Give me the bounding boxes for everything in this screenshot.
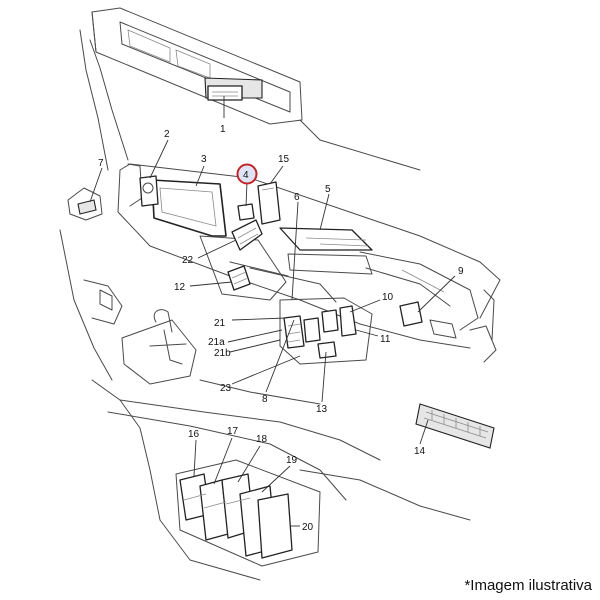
callout-18: 18 xyxy=(256,434,268,445)
lower-module xyxy=(175,459,321,567)
callout-6: 6 xyxy=(294,192,300,203)
callout-23: 23 xyxy=(220,383,232,394)
callout-5: 5 xyxy=(325,184,331,195)
callout-19: 19 xyxy=(286,455,298,466)
left-door-area xyxy=(59,187,123,381)
callout-21a: 21a xyxy=(208,337,225,348)
part-4 xyxy=(237,203,255,221)
illustrative-image-caption: *Imagem ilustrativa xyxy=(464,577,592,594)
leader-lines xyxy=(89,96,456,527)
callout-14: 14 xyxy=(414,446,426,457)
callout-12: 12 xyxy=(174,282,186,293)
part-22 xyxy=(231,219,263,251)
callout-7: 7 xyxy=(98,158,104,169)
relay-cluster xyxy=(279,297,373,365)
callout-11: 11 xyxy=(380,334,391,345)
callout-13: 13 xyxy=(316,404,328,415)
callout-15: 15 xyxy=(278,154,290,165)
overhead-console xyxy=(79,7,421,171)
callout-10: 10 xyxy=(382,292,394,303)
callout-21: 21 xyxy=(214,318,226,329)
gear-shifter xyxy=(121,309,197,385)
highlight-ring xyxy=(236,163,258,185)
dashboard xyxy=(117,163,501,363)
part-9 xyxy=(399,301,423,327)
callout-9: 9 xyxy=(458,266,464,277)
callout-22: 22 xyxy=(182,255,194,266)
callout-21b: 21b xyxy=(214,348,231,359)
part-14 xyxy=(415,403,495,449)
callout-4: 4 xyxy=(243,170,249,181)
callout-3: 3 xyxy=(201,154,207,165)
cab-floor xyxy=(91,379,471,581)
callout-16: 16 xyxy=(188,429,200,440)
part-15 xyxy=(257,181,281,225)
callout-2: 2 xyxy=(164,129,170,140)
part-12 xyxy=(227,265,251,291)
callouts: 1 2 3 4 5 6 7 8 9 10 11 12 13 14 15 16 1… xyxy=(98,124,464,533)
callout-1: 1 xyxy=(220,124,226,135)
callout-8: 8 xyxy=(262,394,268,405)
callout-20: 20 xyxy=(302,522,314,533)
callout-17: 17 xyxy=(227,426,239,437)
